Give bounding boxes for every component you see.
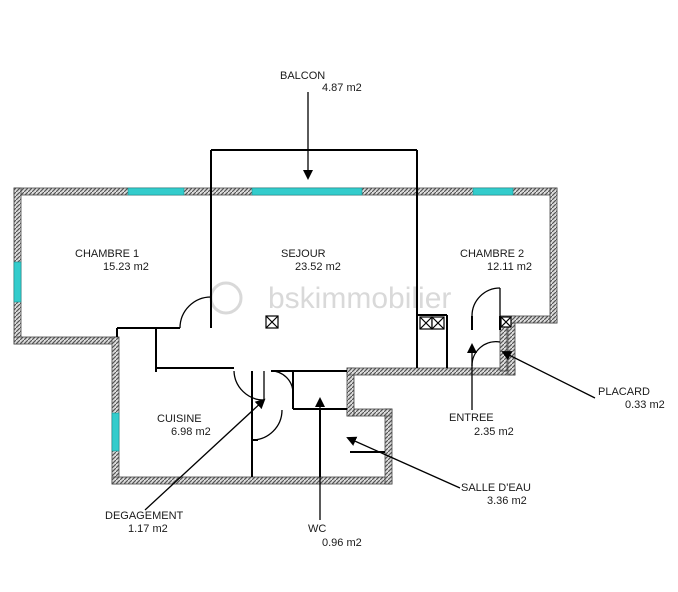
room-area: 1.17 m2 [128, 523, 168, 535]
room-name: PLACARD [598, 386, 650, 398]
room-label-wc: WC 0.96 m2 [308, 523, 362, 549]
room-area: 23.52 m2 [295, 261, 341, 273]
room-name: DEGAGEMENT [105, 510, 184, 522]
window [111, 412, 120, 452]
room-label-placard: PLACARD 0.33 m2 [598, 386, 665, 411]
room-area: 12.11 m2 [487, 261, 532, 273]
watermark: bskimmobilier [209, 281, 451, 315]
arrow-degagement [144, 398, 266, 511]
arrow-placard [501, 351, 596, 399]
room-name: SALLE D'EAU [461, 482, 531, 494]
vent-box [431, 316, 445, 330]
window [472, 187, 514, 196]
room-name: WC [308, 523, 326, 535]
room-name: CHAMBRE 1 [75, 248, 139, 260]
room-label-chambre1: CHAMBRE 1 15.23 m2 [75, 248, 149, 273]
room-label-sejour: SEJOUR 23.52 m2 [281, 248, 341, 273]
door-swing [471, 287, 501, 317]
leader-arrows [144, 92, 596, 520]
room-name: CUISINE [157, 413, 202, 425]
room-area: 15.23 m2 [103, 261, 149, 273]
room-label-salle-deau: SALLE D'EAU 3.36 m2 [461, 482, 531, 507]
window [127, 187, 185, 196]
room-label-entree: ENTREE 2.35 m2 [449, 412, 514, 438]
room-area: 0.33 m2 [625, 399, 665, 411]
room-area: 3.36 m2 [487, 495, 527, 507]
door-swing [179, 296, 212, 329]
vent-box [265, 315, 279, 329]
watermark-text: bskimmobilier [268, 282, 451, 315]
window [251, 187, 363, 196]
room-area: 2.35 m2 [474, 426, 514, 438]
vent-box [419, 316, 433, 330]
window [13, 261, 22, 303]
door-swing [270, 370, 294, 394]
exterior-walls [13, 187, 558, 485]
room-name: BALCON [280, 70, 325, 82]
room-area: 6.98 m2 [171, 426, 211, 438]
room-name: SEJOUR [281, 248, 326, 260]
door-swing [251, 409, 283, 441]
room-name: CHAMBRE 2 [460, 248, 524, 260]
room-area: 0.96 m2 [322, 537, 362, 549]
windows [13, 187, 514, 452]
room-label-chambre2: CHAMBRE 2 12.11 m2 [460, 248, 532, 273]
room-label-balcon: BALCON 4.87 m2 [280, 70, 362, 94]
vent-boxes [265, 315, 512, 330]
room-area: 4.87 m2 [322, 82, 362, 94]
arrow-salle-deau [346, 436, 461, 489]
room-label-cuisine: CUISINE 6.98 m2 [157, 413, 211, 438]
door-swing [471, 341, 501, 367]
door-swing [233, 370, 265, 401]
room-labels: BALCON 4.87 m2 CHAMBRE 1 15.23 m2 SEJOUR… [75, 70, 665, 549]
vent-box [500, 316, 512, 328]
room-label-degagement: DEGAGEMENT 1.17 m2 [105, 510, 184, 535]
doors [179, 287, 501, 441]
room-name: ENTREE [449, 412, 494, 424]
